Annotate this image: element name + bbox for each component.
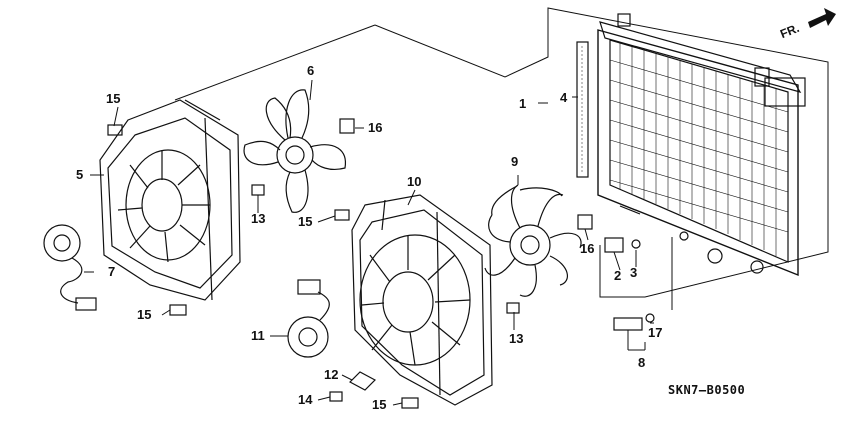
callout-5: 5 — [76, 167, 84, 182]
callout-8: 8 — [638, 355, 646, 370]
callout-3: 3 — [630, 265, 638, 280]
callout-17: 17 — [648, 325, 663, 340]
callout-15d: 15 — [372, 397, 387, 412]
callout-15a: 15 — [106, 91, 121, 106]
callout-7: 7 — [108, 264, 116, 279]
callout-16b: 16 — [580, 241, 595, 256]
left-fan-blade — [243, 89, 346, 213]
callout-13a: 13 — [251, 211, 266, 226]
callout-9: 9 — [511, 154, 519, 169]
diagram-code: SKN7—B0500 — [668, 383, 746, 397]
callout-4: 4 — [560, 90, 568, 105]
callout-6: 6 — [307, 63, 315, 78]
radiator-side-strip — [576, 41, 589, 178]
callout-2: 2 — [614, 268, 622, 283]
left-fan-motor — [43, 224, 97, 311]
left-fan-shroud — [99, 99, 241, 301]
callout-1: 1 — [519, 96, 527, 111]
callout-leader-lines — [84, 79, 673, 406]
right-fan-blade — [484, 184, 582, 297]
callout-13b: 13 — [509, 331, 524, 346]
callout-11: 11 — [251, 328, 265, 343]
right-fan-shroud — [351, 194, 493, 406]
callout-16a: 16 — [368, 120, 383, 135]
bracket — [349, 371, 376, 391]
callout-14: 14 — [298, 392, 313, 407]
callout-10: 10 — [407, 174, 422, 189]
callout-12: 12 — [324, 367, 339, 382]
right-fan-motor — [287, 279, 330, 358]
callout-15c: 15 — [137, 307, 152, 322]
hardware-bolts — [107, 118, 655, 409]
callout-15b: 15 — [298, 214, 313, 229]
radiator — [597, 13, 806, 277]
assembly-outline — [174, 7, 829, 298]
front-arrow-icon — [808, 8, 836, 28]
